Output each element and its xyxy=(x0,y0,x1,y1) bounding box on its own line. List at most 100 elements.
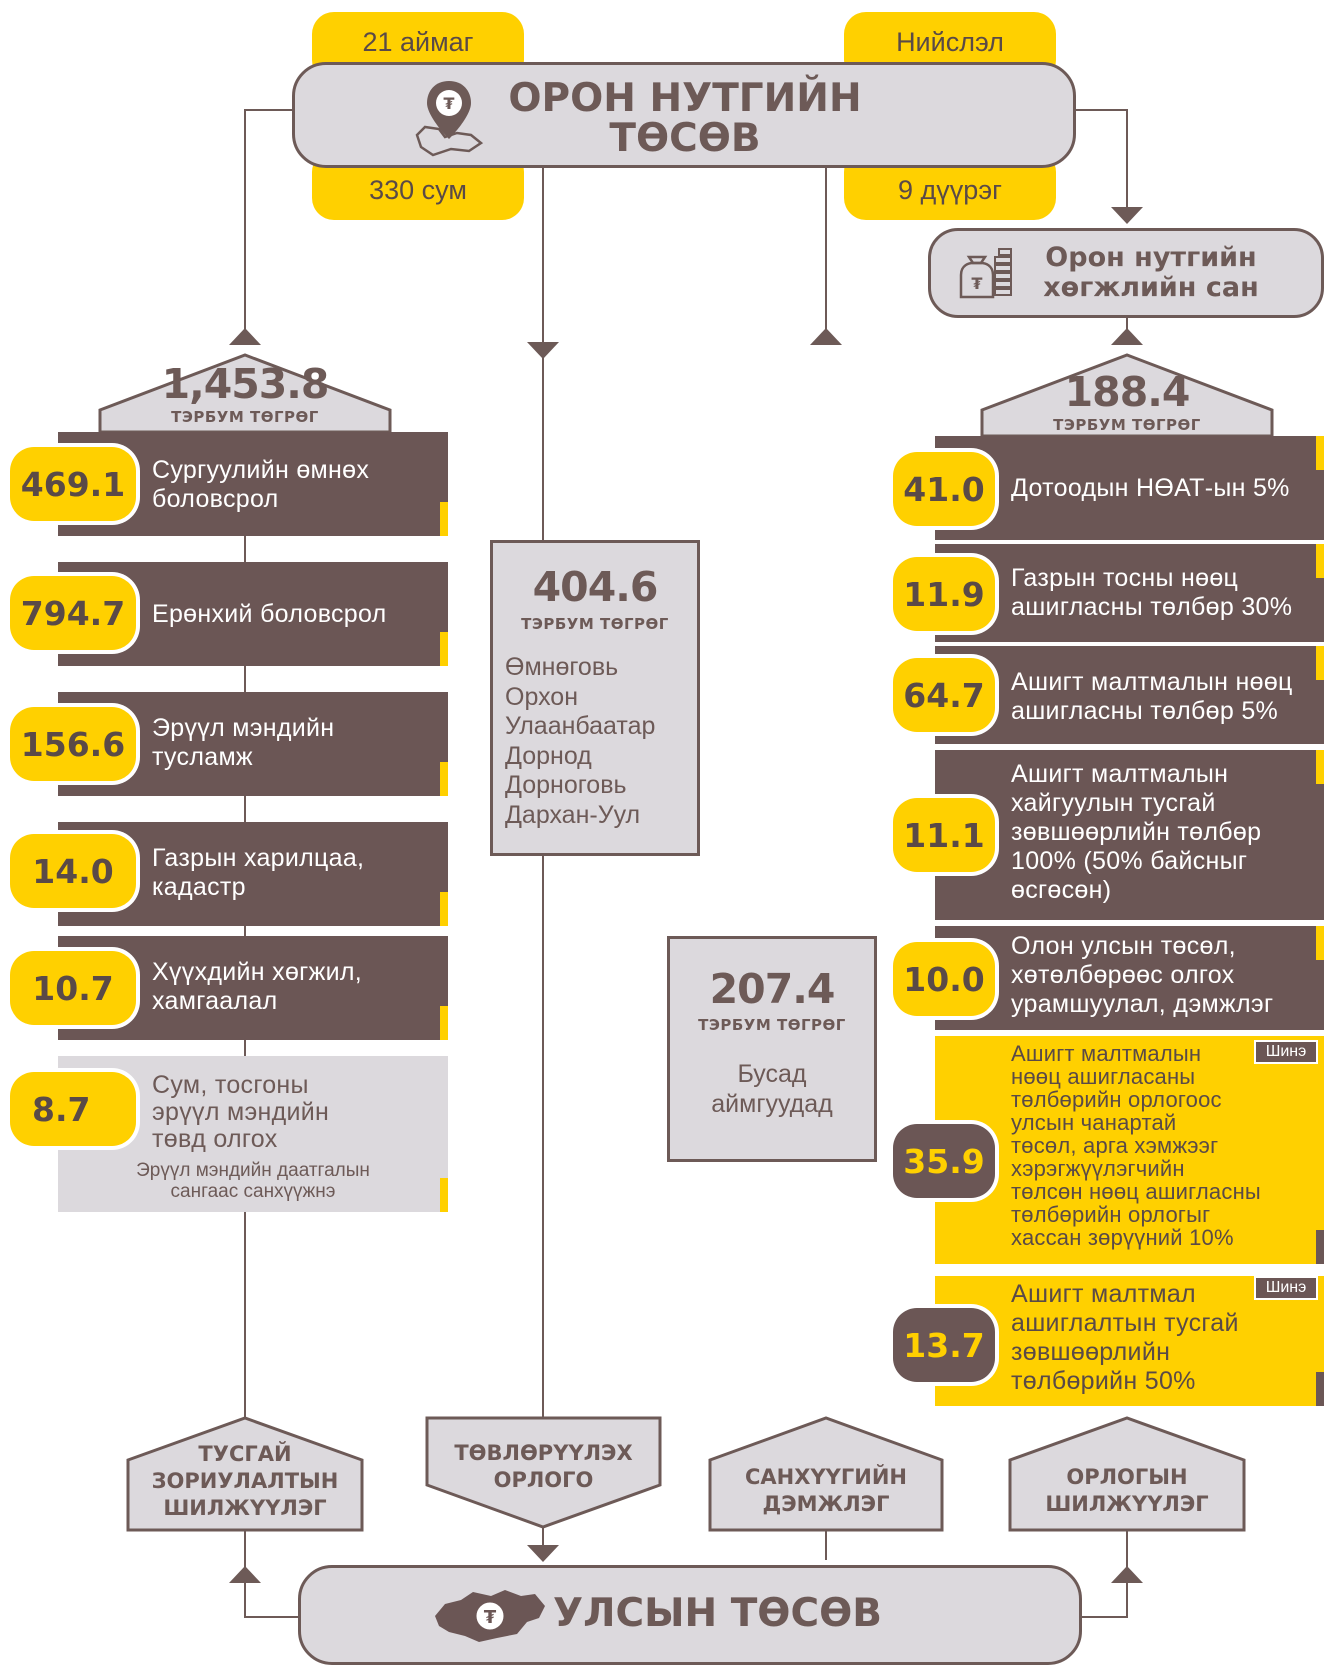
right-item-mineral-royalty: Ашигт малтмалын нөөц ашигласны төлбөр 5% xyxy=(935,646,1324,744)
arrow-up-right-fund xyxy=(1111,328,1143,345)
arrow-up-left-top xyxy=(229,328,261,345)
aimag-item: Дорноговь xyxy=(505,771,627,799)
note-line: сангаас санхүүжнэ xyxy=(170,1181,336,1202)
flow-line: ОРЛОГЫН xyxy=(1066,1465,1188,1489)
right-total-unit: ТЭРБУМ ТӨГРӨГ xyxy=(1053,416,1201,434)
left-value-pill: 156.6 xyxy=(10,707,136,781)
corner-mark xyxy=(440,632,448,666)
left-value-pill: 469.1 xyxy=(10,447,136,521)
state-budget-box: ₮ УЛСЫН ТӨСӨВ xyxy=(298,1565,1082,1665)
left-item-line: боловсрол xyxy=(152,485,279,513)
corner-mark xyxy=(1316,1230,1324,1264)
right-total-value: 188.4 xyxy=(1064,368,1191,416)
financial-support-label: САНХҮҮГИЙН ДЭМЖЛЭГ xyxy=(710,1464,942,1518)
right-value-pill: 41.0 xyxy=(893,452,995,526)
right-item-line: Ашигт малтмалын xyxy=(1011,760,1229,788)
right-item-label: Олон улсын төсөл, хөтөлбөрөөс олгох урам… xyxy=(1011,932,1317,1019)
right-value-pill: 10.0 xyxy=(893,942,995,1016)
left-item-line: тусламж xyxy=(152,743,253,771)
right-item-line: хэрэгжүүлэгчийн xyxy=(1011,1156,1185,1181)
left-item-label: Сум, тосгоны эрүүл мэндийн төвд олгох xyxy=(152,1072,442,1153)
left-item-line: Эрүүл мэндийн xyxy=(152,714,335,742)
flow-line: САНХҮҮГИЙН xyxy=(745,1465,907,1489)
revenue-transfer-label: ОРЛОГЫН ШИЛЖҮҮЛЭГ xyxy=(1010,1464,1244,1518)
local-budget-title-line2: ТӨСӨВ xyxy=(609,115,761,161)
arrow-up-right-bottom xyxy=(1111,1566,1143,1583)
left-total-unit: ТЭРБУМ ТӨГРӨГ xyxy=(171,408,319,426)
right-item-line: ашиглалтын тусгай xyxy=(1011,1309,1239,1337)
left-item-line: Газрын харилцаа, xyxy=(152,844,365,872)
aimag-item: Дархан-Уул xyxy=(505,800,641,829)
left-item-line: эрүүл мэндийн xyxy=(152,1098,330,1126)
right-item-line: нөөц ашигласаны xyxy=(1011,1064,1196,1089)
arrow-down-bottom-center xyxy=(527,1545,559,1562)
right-item-label: Ашигт малтмал ашиглалтын тусгай зөвшөөрл… xyxy=(1011,1280,1317,1396)
right-item-line: өсгөсөн) xyxy=(1011,876,1112,904)
local-budget-title-line1: ОРОН НУТГИЙН xyxy=(508,76,862,121)
money-bag-coins-icon: ₮ xyxy=(959,248,1012,299)
right-item-royalty-difference: Ашигт малтмалын нөөц ашигласаны төлбөрий… xyxy=(935,1036,1324,1264)
development-fund-box: ₮ Орон нутгийн хөгжлийн сан xyxy=(928,228,1324,318)
corner-mark xyxy=(440,762,448,796)
corner-mark xyxy=(1316,926,1324,960)
mongolia-map-tugrik-icon: ₮ xyxy=(435,1590,545,1642)
left-item-label: Сургуулийн өмнөх боловсрол xyxy=(152,456,442,514)
support-line: аймгуудад xyxy=(711,1090,833,1118)
central-total-value: 404.6 xyxy=(532,563,659,611)
flow-line: ДЭМЖЛЭГ xyxy=(762,1492,890,1516)
aimag-item: Орхон xyxy=(505,682,578,711)
support-text: Бусад аймгуудад xyxy=(670,1059,874,1119)
support-total-unit: ТЭРБУМ ТӨГРӨГ xyxy=(698,1016,846,1034)
arrow-down-center xyxy=(527,342,559,359)
right-item-line: төлсөн нөөц ашигласны xyxy=(1011,1179,1261,1204)
right-item-line: Ашигт малтмал xyxy=(1011,1280,1196,1308)
right-item-line: ашигласны төлбөр 30% xyxy=(1011,593,1293,621)
right-value-pill: 11.1 xyxy=(893,798,995,872)
financial-support-shape xyxy=(708,1416,944,1532)
right-item-line: төлбөрийн 50% xyxy=(1011,1367,1196,1395)
left-item-label: Эрүүл мэндийн тусламж xyxy=(152,714,442,772)
local-budget-title: ОРОН НУТГИЙН ТӨСӨВ xyxy=(485,79,885,159)
left-item-line: хамгаалал xyxy=(152,987,278,1015)
right-value-pill: 35.9 xyxy=(893,1124,995,1198)
right-item-line: хайгуулын тусгай xyxy=(1011,789,1216,817)
right-item-line: Дотоодын НӨАТ-ын 5% xyxy=(1011,474,1290,502)
flow-line: ЗОРИУЛАЛТЫН xyxy=(151,1469,339,1493)
aimag-item: Өмнөговь xyxy=(505,653,619,681)
right-item-line: хассан зөрүүний 10% xyxy=(1011,1225,1234,1250)
support-line: Бусад xyxy=(737,1060,807,1088)
right-item-vat: Дотоодын НӨАТ-ын 5% xyxy=(935,436,1324,540)
arrow-up-center2 xyxy=(810,328,842,345)
left-value-pill: 10.7 xyxy=(10,951,136,1025)
new-badge: Шинэ xyxy=(1254,1040,1318,1064)
right-item-line: 100% (50% байсныг xyxy=(1011,847,1248,875)
right-item-intl-projects: Олон улсын төсөл, хөтөлбөрөөс олгох урам… xyxy=(935,926,1324,1030)
right-item-line: төлбөрийн орлогоос xyxy=(1011,1087,1222,1112)
arrow-down-right-fund xyxy=(1111,207,1143,224)
aimag-list: Өмнөговь Орхон Улаанбаатар Дорнод Дорног… xyxy=(505,653,695,830)
right-value-pill: 11.9 xyxy=(893,557,995,631)
right-item-line: төлбөрийн орлогыг xyxy=(1011,1202,1211,1227)
right-item-line: Ашигт малтмалын xyxy=(1011,1041,1202,1066)
left-item-note: Эрүүл мэндийн даатгалын сангаас санхүүжн… xyxy=(58,1160,448,1202)
central-revenue-box: 404.6 ТЭРБУМ ТӨГРӨГ Өмнөговь Орхон Улаан… xyxy=(490,540,700,856)
corner-mark xyxy=(1316,1372,1324,1406)
left-item-line: Хүүхдийн хөгжил, xyxy=(152,958,362,986)
development-fund-line1: Орон нутгийн xyxy=(1045,242,1257,273)
svg-text:₮: ₮ xyxy=(484,1607,497,1628)
right-item-line: төсөл, арга хэмжээг xyxy=(1011,1133,1219,1158)
development-fund-line2: хөгжлийн сан xyxy=(1043,272,1259,303)
right-value-pill: 13.7 xyxy=(893,1308,995,1382)
central-revenue-label: ТӨВЛӨРҮҮЛЭХ ОРЛОГО xyxy=(427,1440,660,1494)
flow-line: ШИЛЖҮҮЛЭГ xyxy=(1045,1492,1209,1516)
left-item-label: Газрын харилцаа, кадастр xyxy=(152,844,442,902)
left-item-label: Хүүхдийн хөгжил, хамгаалал xyxy=(152,958,442,1016)
svg-text:₮: ₮ xyxy=(443,94,454,113)
development-fund-title: Орон нутгийн хөгжлийн сан xyxy=(1031,243,1271,303)
left-item-line: төвд олгох xyxy=(152,1125,278,1153)
left-value-pill: 794.7 xyxy=(10,576,136,650)
corner-mark xyxy=(440,892,448,926)
central-revenue-shape xyxy=(425,1416,662,1529)
tag-capital: Нийслэл xyxy=(844,12,1056,82)
left-value-pill: 14.0 xyxy=(10,834,136,908)
